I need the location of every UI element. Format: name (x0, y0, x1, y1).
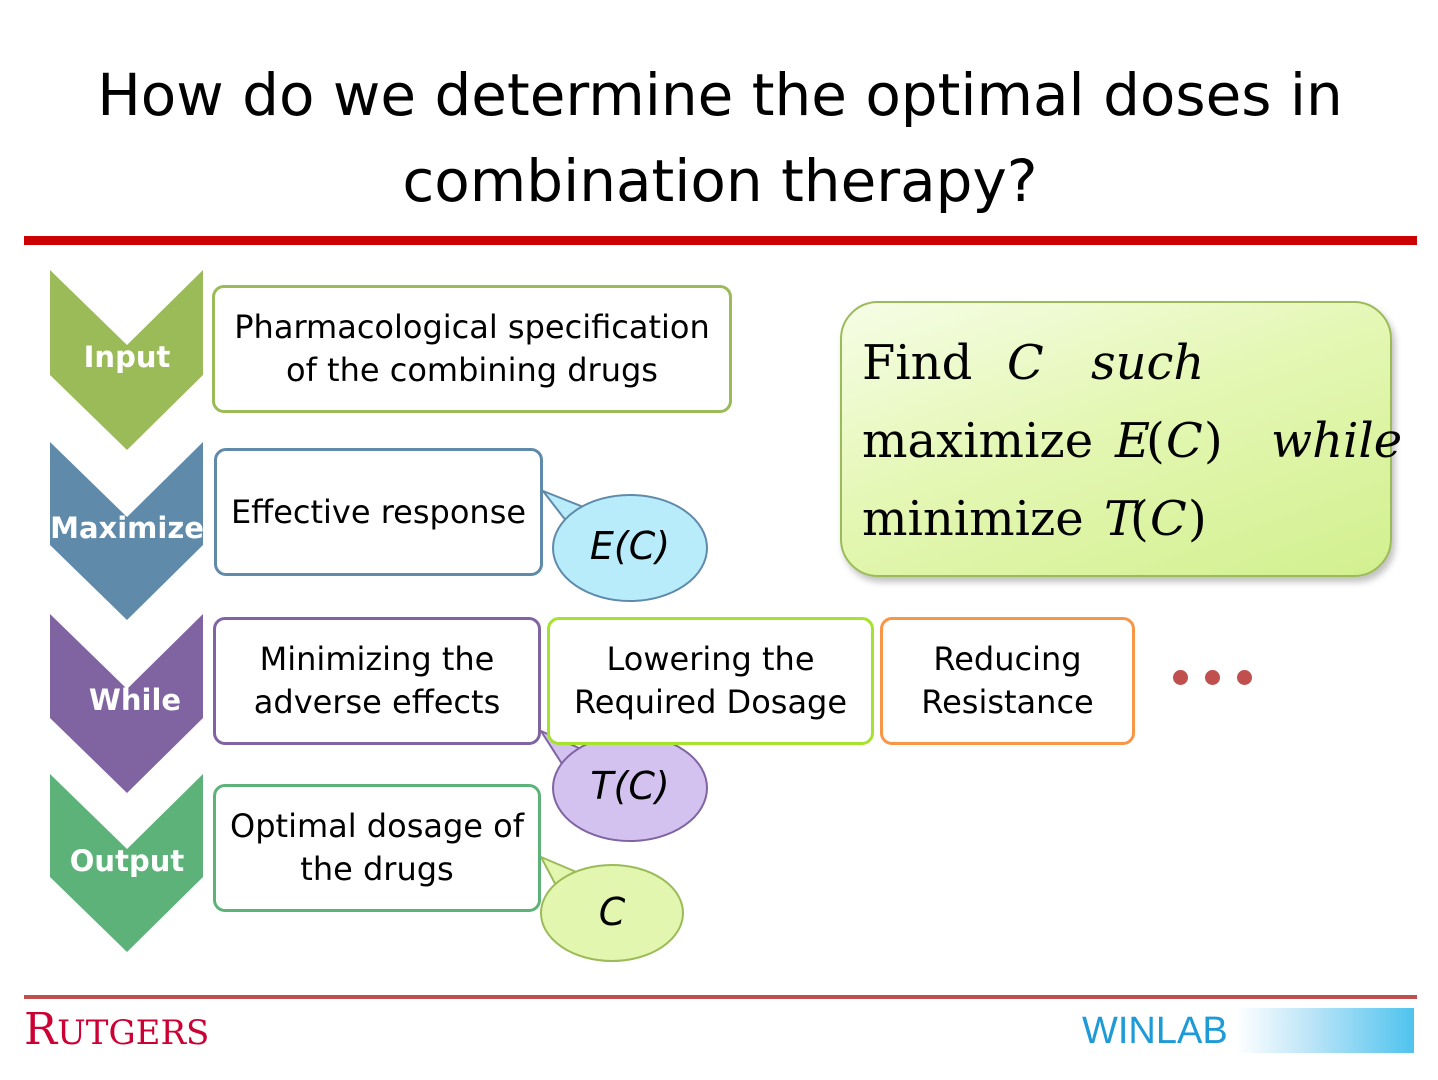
box-adverse-line2: adverse effects (253, 683, 501, 721)
box-maximize-line1: Effective response (230, 492, 527, 531)
box-adverse-line1: Minimizing the (259, 640, 495, 678)
footer-divider (24, 995, 1417, 999)
formula-close-paren-1: ) (1204, 413, 1223, 469)
bubble-c (540, 864, 684, 962)
bubble-tc-text: T(C) (590, 764, 670, 808)
formula-open-paren-1: ( (1146, 413, 1165, 469)
winlab-logo-text: WINLAB (1082, 1010, 1228, 1052)
box-input-line1: Pharmacological specification (234, 308, 710, 346)
formula-find: Find (862, 335, 973, 391)
chevron-output (50, 774, 203, 952)
title-line-1: How do we determine the optimal doses in (97, 61, 1343, 129)
stage-label-input: Input (83, 340, 171, 374)
box-required-dosage: Lowering the Required Dosage (547, 617, 874, 745)
formula-e: E (1115, 413, 1151, 469)
formula-maximize: maximize (862, 413, 1094, 469)
ellipsis-dot-1 (1173, 670, 1188, 685)
optimization-formula-box: Find C such maximize E ( C ) while minim… (840, 301, 1402, 577)
formula-minimize: minimize (862, 491, 1084, 547)
formula-t: T (1104, 491, 1137, 547)
box-reducing-resistance: Reducing Resistance (880, 617, 1135, 745)
rutgers-logo: RUTGERS (24, 1004, 209, 1055)
winlab-logo: WINLAB (1082, 1008, 1414, 1053)
box-output-line2: the drugs (300, 850, 454, 888)
formula-open-paren-2: ( (1130, 491, 1149, 547)
chevron-while (50, 614, 203, 793)
box-input-line2: of the combining drugs (286, 351, 658, 389)
box-optimal-dosage: Optimal dosage of the drugs (213, 784, 541, 912)
title-line-2: combination therapy? (402, 147, 1038, 215)
ellipsis-dot-2 (1205, 670, 1220, 685)
rutgers-logo-initial: R (24, 1004, 58, 1055)
formula-close-paren-2: ) (1188, 491, 1207, 547)
box-effective-response: Effective response (214, 448, 543, 576)
box-adverse-effects: Minimizing the adverse effects (213, 617, 541, 745)
box-input-spec: Pharmacological specification of the com… (212, 285, 732, 413)
box-dosage-line2: Required Dosage (573, 683, 848, 721)
stage-label-while: While (88, 683, 182, 717)
title-divider (24, 236, 1417, 245)
ellipsis-dot-3 (1237, 670, 1252, 685)
stage-label-maximize: Maximize (50, 511, 204, 545)
chevron-input (50, 270, 203, 450)
box-output-line1: Optimal dosage of (230, 807, 524, 845)
formula-e-arg: C (1166, 413, 1203, 469)
bubble-c-text: C (598, 890, 626, 934)
slide-title: How do we determine the optimal doses in… (20, 52, 1420, 224)
box-dosage-line1: Lowering the (606, 640, 815, 678)
chevron-maximize (50, 442, 203, 620)
box-resistance-line2: Resistance (921, 683, 1094, 721)
winlab-logo-bar (1236, 1008, 1414, 1053)
rutgers-logo-rest: UTGERS (57, 1013, 210, 1053)
formula-while: while (1271, 413, 1403, 469)
formula-t-arg: C (1150, 491, 1187, 547)
bubble-ec-text: E(C) (589, 524, 671, 568)
formula-such: such (1091, 335, 1205, 391)
box-resistance-line1: Reducing (933, 640, 1082, 678)
stage-label-output: Output (69, 844, 185, 878)
formula-var-c: C (1007, 335, 1044, 391)
bubble-ec (552, 494, 708, 602)
